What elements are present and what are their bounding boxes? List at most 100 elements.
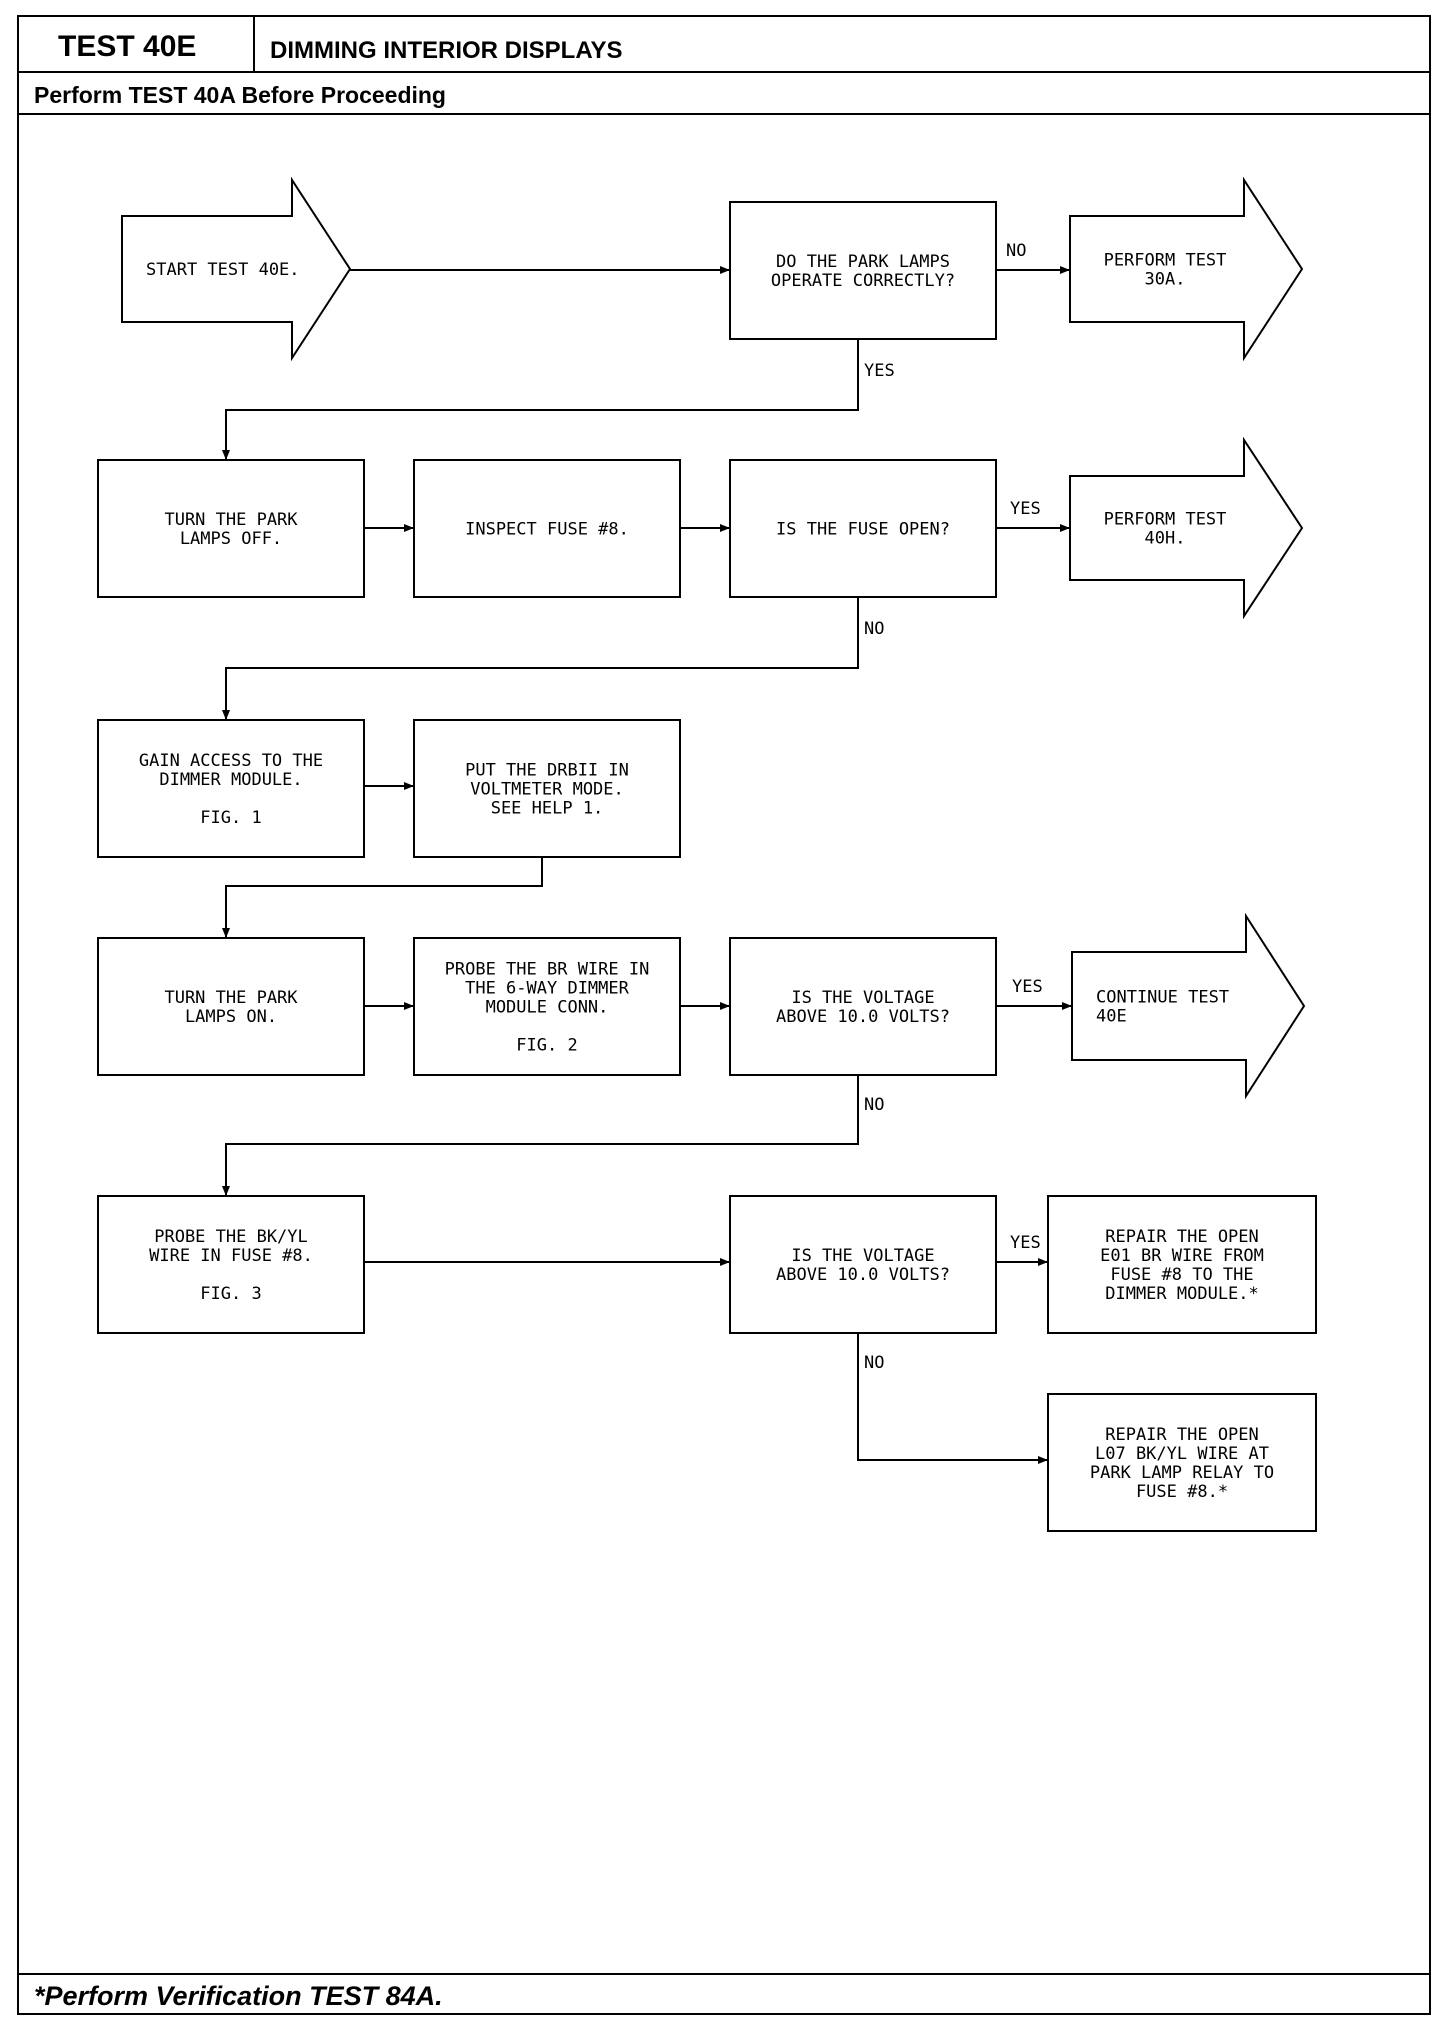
- node-text-line: GAIN ACCESS TO THE: [139, 751, 323, 771]
- box-shape: [97, 459, 365, 598]
- node-text-line: REPAIR THE OPEN: [1105, 1425, 1259, 1445]
- connector-line: [857, 1333, 1048, 1461]
- box-shape: [729, 937, 997, 1076]
- arrowhead: [222, 1186, 230, 1196]
- box-shape: [413, 937, 681, 1076]
- edge-label: YES: [1010, 499, 1041, 519]
- arrowhead: [1038, 1258, 1048, 1266]
- node-text-line: FIG. 1: [200, 808, 261, 828]
- edge-q_fuse-to-t40h: YES: [996, 499, 1070, 532]
- arrowhead: [720, 524, 730, 532]
- edge-label: NO: [864, 619, 884, 639]
- arrowhead: [720, 266, 730, 274]
- node-text-line: 30A.: [1145, 270, 1186, 290]
- box-shape: [1047, 1393, 1317, 1532]
- edge-q_volt2-to-repair2: NO: [857, 1333, 1048, 1464]
- node-text-line: PERFORM TEST: [1104, 510, 1227, 530]
- node-inspect: INSPECT FUSE #8.: [413, 459, 681, 598]
- node-text-line: PROBE THE BR WIRE IN: [445, 960, 650, 980]
- box-shape: [1047, 1195, 1317, 1334]
- node-text-line: DIMMER MODULE.*: [1105, 1284, 1259, 1304]
- node-text-line: CONTINUE TEST: [1096, 988, 1229, 1008]
- edge-label: YES: [1010, 1233, 1041, 1253]
- box-shape: [729, 1195, 997, 1334]
- edge-label: NO: [864, 1353, 884, 1373]
- edge-q_fuse-to-access: NO: [222, 597, 884, 720]
- connector-line: [225, 857, 543, 938]
- node-text-line: PUT THE DRBII IN: [465, 761, 629, 781]
- test-id: TEST 40E: [58, 30, 196, 63]
- edge-probe_bk-to-q_volt2: [364, 1258, 730, 1266]
- edge-label: YES: [1012, 977, 1043, 997]
- arrowhead: [720, 1002, 730, 1010]
- node-text-line: LAMPS OFF.: [180, 529, 282, 549]
- connector-line: [225, 1075, 859, 1196]
- node-text-line: E01 BR WIRE FROM: [1100, 1246, 1264, 1266]
- node-text-line: ABOVE 10.0 VOLTS?: [776, 1265, 950, 1285]
- node-text-line: OPERATE CORRECTLY?: [771, 271, 955, 291]
- node-text-line: MODULE CONN.: [486, 998, 609, 1018]
- arrowhead: [222, 928, 230, 938]
- node-text-line: IS THE FUSE OPEN?: [776, 520, 950, 540]
- arrowhead: [1060, 524, 1070, 532]
- arrowhead: [222, 450, 230, 460]
- edge-q_park-to-park_off: YES: [222, 339, 895, 460]
- node-text-line: VOLTMETER MODE.: [470, 780, 624, 800]
- edge-park_on-to-probe_br: [364, 1002, 414, 1010]
- node-text-line: 40H.: [1145, 529, 1186, 549]
- node-text-line: LAMPS ON.: [185, 1007, 277, 1027]
- arrow-shape: [1069, 436, 1304, 620]
- node-text-line: FIG. 2: [516, 1036, 577, 1056]
- box-shape: [729, 201, 997, 340]
- edge-label: YES: [864, 361, 895, 381]
- connector-line: [225, 339, 859, 460]
- box-shape: [413, 459, 681, 598]
- node-start: START TEST 40E.: [121, 176, 352, 362]
- arrowhead: [1060, 266, 1070, 274]
- nodes-layer: START TEST 40E. DO THE PARK LAMPSOPERATE …: [97, 176, 1317, 1532]
- page-border: [17, 15, 1431, 2015]
- node-text-line: THE 6-WAY DIMMER: [465, 979, 630, 999]
- node-text-line: L07 BK/YL WIRE AT: [1095, 1444, 1269, 1464]
- arrowhead: [404, 782, 414, 790]
- node-text-line: INSPECT FUSE #8.: [465, 520, 629, 540]
- node-text-line: FUSE #8.*: [1136, 1482, 1228, 1502]
- edge-label: NO: [864, 1095, 884, 1115]
- edge-inspect-to-q_fuse: [680, 524, 730, 532]
- edge-start-to-q_park: [350, 266, 730, 274]
- box-shape: [729, 459, 997, 598]
- edge-probe_br-to-q_volt1: [680, 1002, 730, 1010]
- node-text-line: SEE HELP 1.: [491, 799, 604, 819]
- arrowhead: [404, 1002, 414, 1010]
- footer-note: *Perform Verification TEST 84A.: [34, 1981, 443, 2011]
- edge-q_volt1-to-probe_bk: NO: [222, 1075, 884, 1196]
- node-text-line: WIRE IN FUSE #8.: [149, 1246, 313, 1266]
- node-text-line: PROBE THE BK/YL: [154, 1227, 308, 1247]
- box-shape: [97, 937, 365, 1076]
- node-text-line: DO THE PARK LAMPS: [776, 252, 950, 272]
- page-subtitle: Perform TEST 40A Before Proceeding: [34, 82, 446, 108]
- edge-drb-to-park_on: [222, 857, 543, 938]
- box-shape: [413, 719, 681, 858]
- arrowhead: [720, 1258, 730, 1266]
- node-text-line: PARK LAMP RELAY TO: [1090, 1463, 1274, 1483]
- node-text-line: PERFORM TEST: [1104, 251, 1227, 271]
- edge-q_volt1-to-cont40e: YES: [996, 977, 1072, 1010]
- node-text-line: TURN THE PARK: [164, 988, 298, 1008]
- edge-q_volt2-to-repair1: YES: [996, 1233, 1048, 1266]
- connector-line: [225, 597, 859, 720]
